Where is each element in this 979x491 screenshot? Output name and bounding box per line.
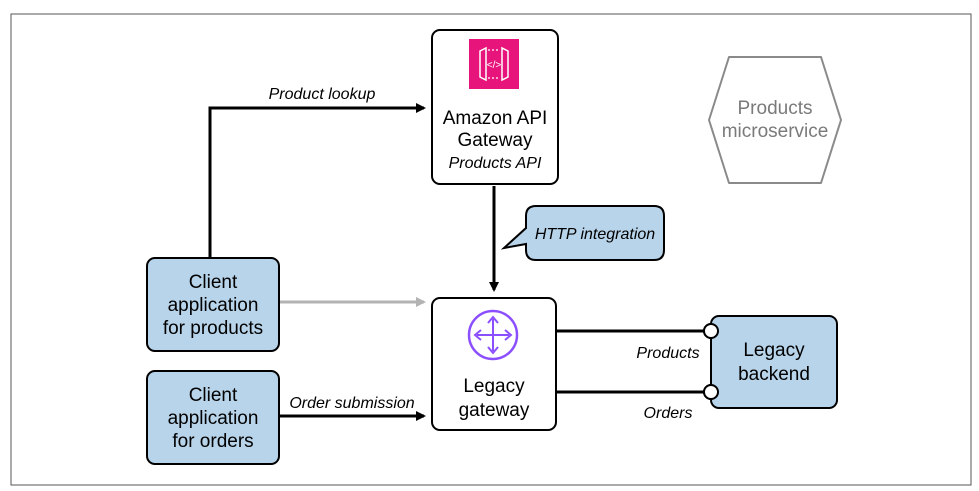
api-gateway-icon: </> — [469, 39, 519, 89]
interface-socket-orders-top — [703, 384, 719, 400]
legacy-gateway-line2: gateway — [459, 400, 530, 421]
node-products-microservice: Products microservice — [708, 56, 842, 184]
node-client-products: Client application for products — [146, 257, 280, 352]
router-icon — [467, 309, 519, 361]
edge-label-order-submission: Order submission — [289, 395, 414, 412]
legacy-backend-line1: Legacy — [743, 340, 805, 361]
api-gateway-title-line1: Amazon API — [443, 108, 548, 129]
svg-text:</>: </> — [487, 60, 502, 71]
legacy-backend-line2: backend — [738, 364, 810, 385]
client-orders-line2: application — [168, 408, 259, 429]
node-client-orders: Client application for orders — [146, 370, 280, 465]
interface-socket-products-top — [703, 323, 719, 339]
legacy-gateway-line1: Legacy — [463, 376, 525, 397]
client-products-line1: Client — [189, 272, 238, 293]
products-microservice-line1: Products — [738, 98, 813, 119]
node-legacy-backend: Legacy backend — [710, 315, 838, 409]
client-products-line3: for products — [163, 318, 263, 339]
http-integration-callout: HTTP integration — [500, 205, 665, 261]
api-gateway-title-line2: Gateway — [458, 130, 533, 151]
edge-label-orders: Orders — [644, 405, 693, 422]
node-legacy-gateway: Legacy gateway — [431, 297, 557, 431]
edge-label-http-integration: HTTP integration — [535, 226, 655, 243]
products-microservice-line2: microservice — [722, 121, 829, 142]
node-api-gateway: </> Amazon API Gateway Products API — [431, 29, 559, 185]
edge-product-lookup — [208, 103, 426, 258]
edge-label-products: Products — [636, 345, 699, 362]
api-gateway-subtitle: Products API — [449, 155, 542, 172]
client-products-line2: application — [168, 295, 259, 316]
client-orders-line3: for orders — [172, 431, 253, 452]
client-orders-line1: Client — [189, 385, 238, 406]
edge-label-product-lookup: Product lookup — [269, 86, 376, 103]
